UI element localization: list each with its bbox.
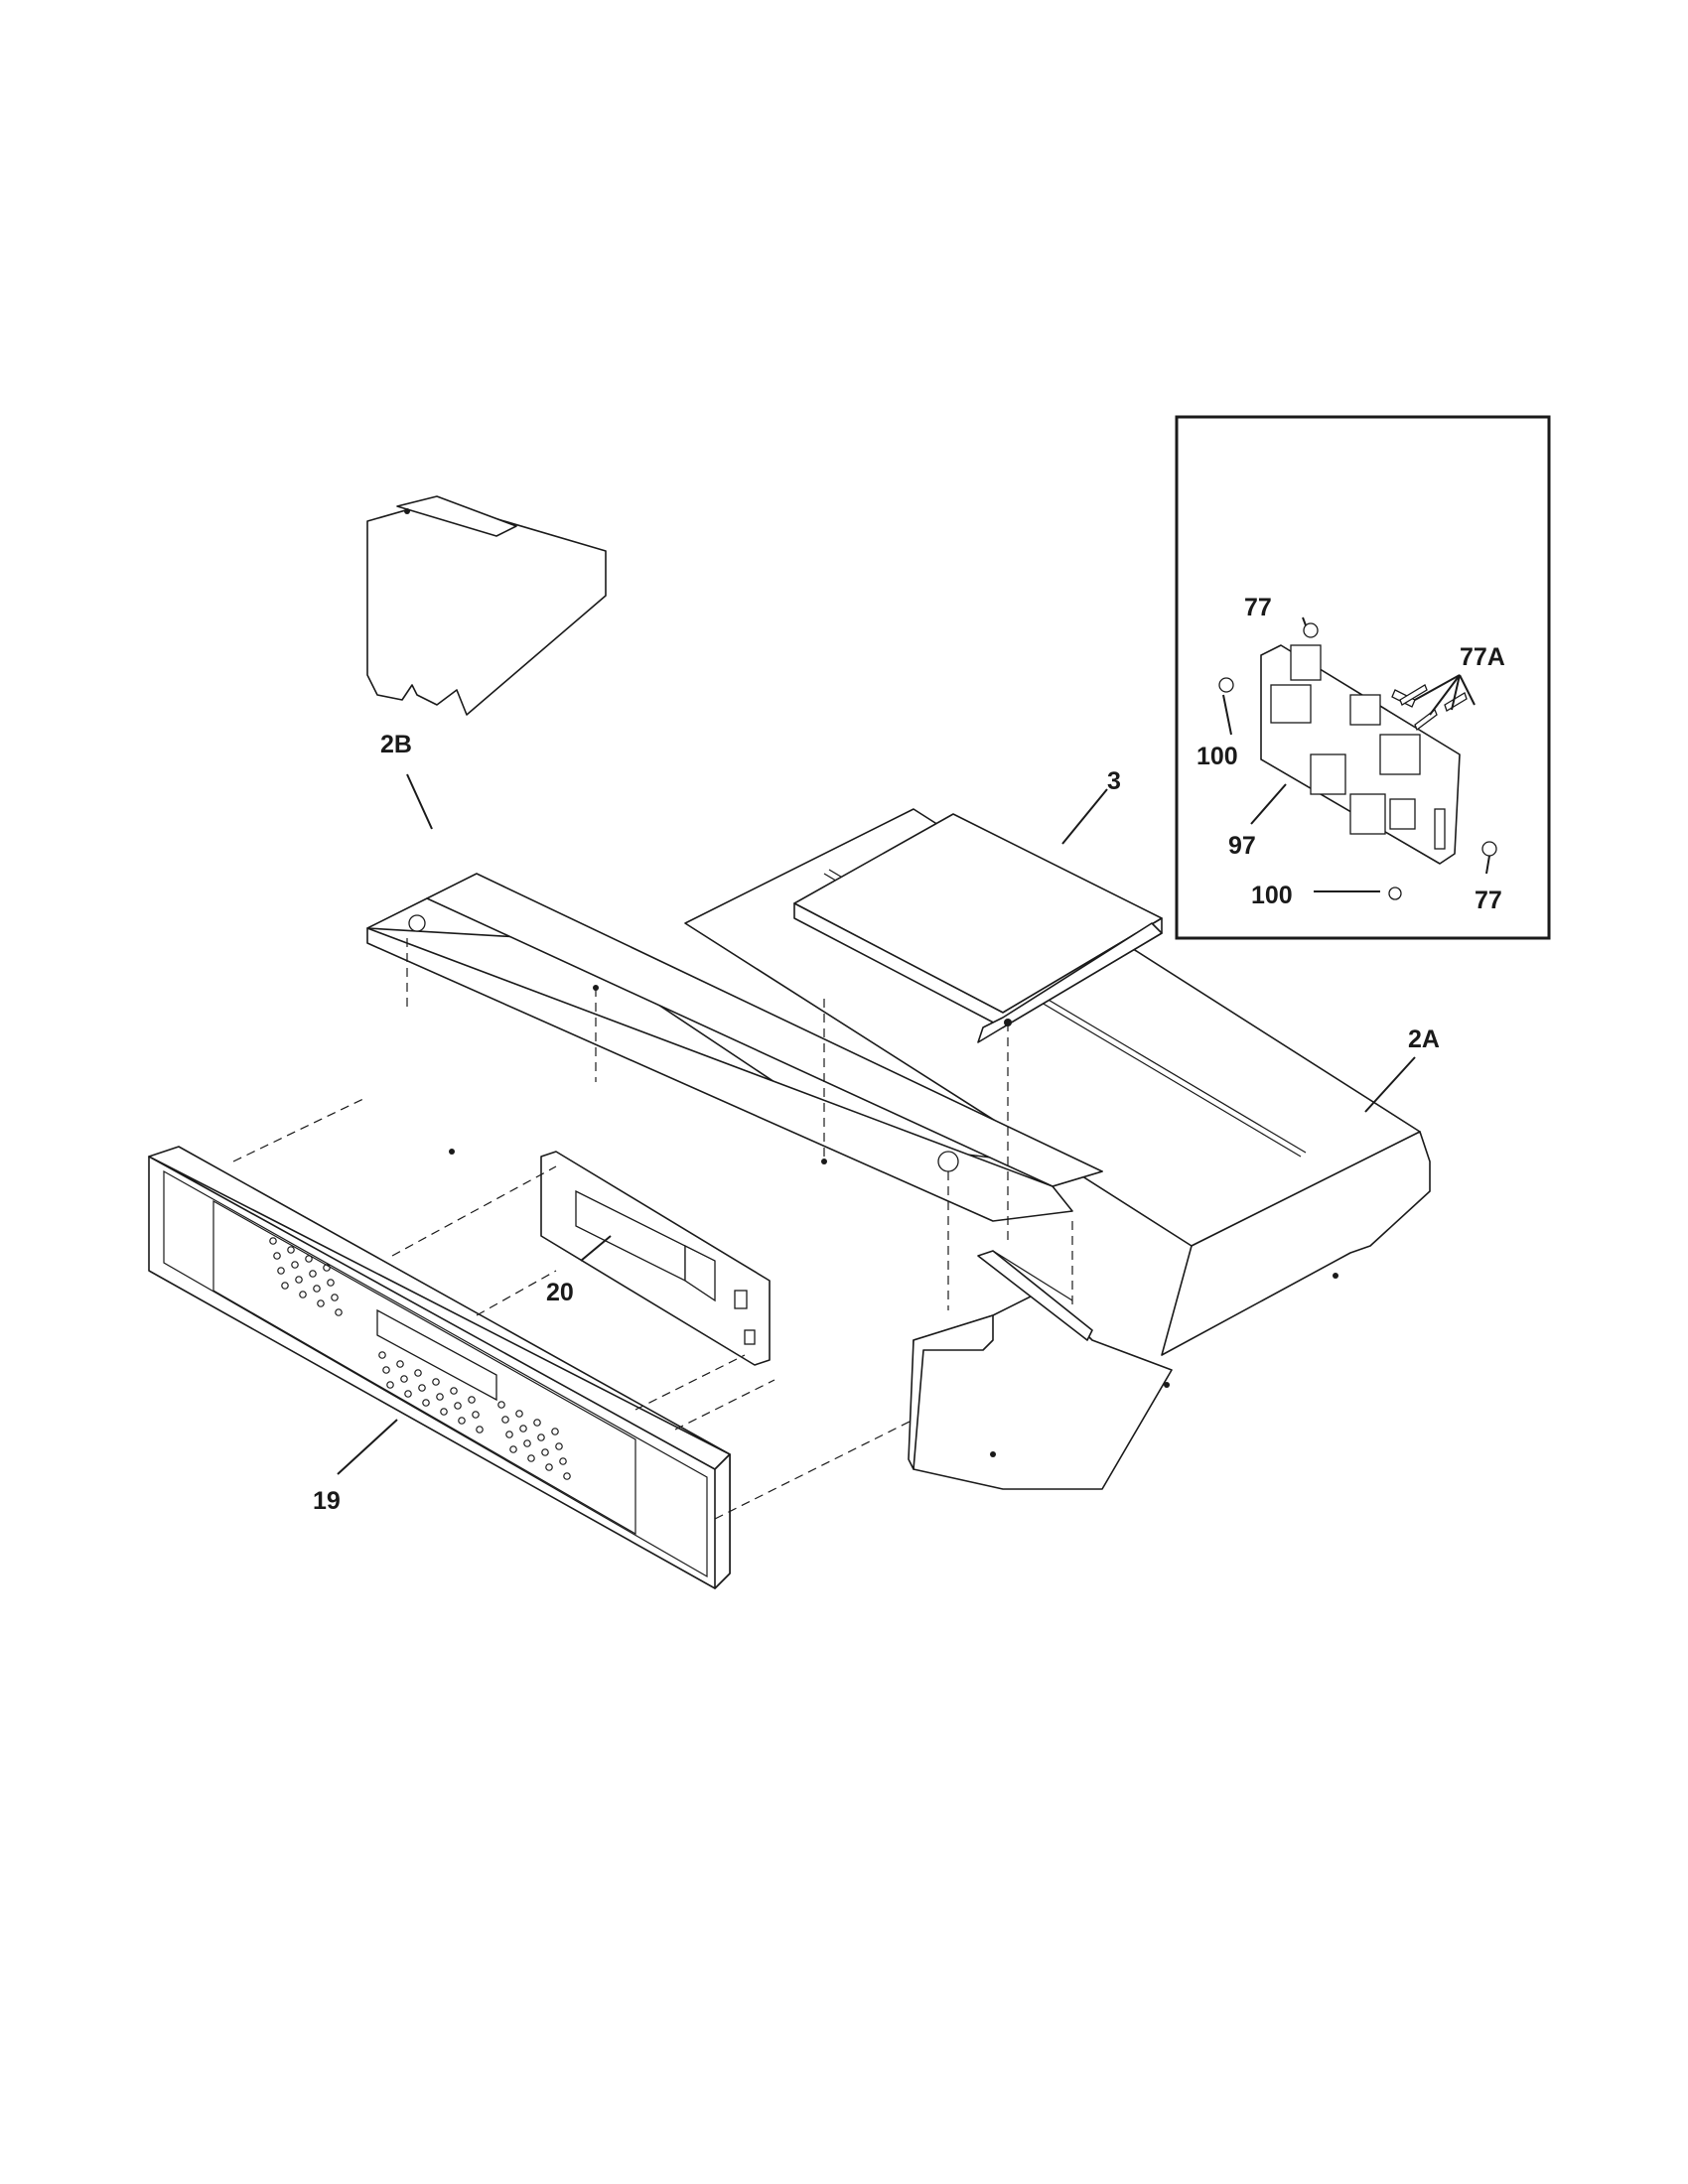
inset-detail — [1175, 415, 1551, 940]
keypad-dot — [269, 1237, 277, 1245]
keypad-dot — [295, 1276, 303, 1284]
keypad-dot — [551, 1428, 559, 1435]
keypad-dot — [476, 1426, 484, 1433]
keypad-dot — [335, 1308, 343, 1316]
front-control-panel — [148, 1146, 731, 1589]
keypad-dot — [396, 1360, 404, 1368]
control-board — [540, 1151, 771, 1366]
keypad-dot — [563, 1472, 571, 1480]
keypad-dot — [287, 1246, 295, 1254]
keypad-dot — [378, 1351, 386, 1359]
keypad-dot — [559, 1457, 567, 1465]
keypad-dot — [400, 1375, 408, 1383]
callout-3: 3 — [1107, 767, 1121, 795]
callout-19: 19 — [313, 1487, 341, 1515]
keypad-dot — [309, 1270, 317, 1278]
keypad-dot — [414, 1369, 422, 1377]
keypad-dot — [515, 1410, 523, 1418]
keypad-dot — [404, 1390, 412, 1398]
callout-2B: 2B — [380, 731, 412, 758]
keypad-dot — [454, 1402, 462, 1410]
keypad-dot — [537, 1433, 545, 1441]
keypad-dot — [382, 1366, 390, 1374]
alignment-lines — [232, 938, 1073, 1520]
keypad-dot — [317, 1299, 325, 1307]
keypad-dot — [497, 1401, 505, 1409]
callout-100-bottom: 100 — [1251, 882, 1293, 909]
clip-fasteners — [1391, 684, 1468, 732]
keypad-dot — [519, 1425, 527, 1433]
callout-100-top: 100 — [1196, 743, 1238, 770]
callout-77-bottom: 77 — [1475, 887, 1502, 914]
keypad-dot — [505, 1431, 513, 1438]
keypad-dot — [299, 1291, 307, 1298]
keypad-dot — [458, 1417, 466, 1425]
keypad-dot — [291, 1261, 299, 1269]
keypad-dot — [501, 1416, 509, 1424]
keypad-dot — [468, 1396, 476, 1404]
leader-lines — [337, 773, 1416, 1475]
keypad-dot — [418, 1384, 426, 1392]
keypad-dot — [450, 1387, 458, 1395]
callout-97: 97 — [1228, 832, 1256, 860]
keypad-dot — [555, 1442, 563, 1450]
keypad-dot — [386, 1381, 394, 1389]
keypad-dot — [305, 1255, 313, 1263]
keypad-dot — [313, 1285, 321, 1293]
keypad-dot — [472, 1411, 480, 1419]
left-side-bracket — [366, 495, 607, 1155]
callout-77-top: 77 — [1244, 594, 1272, 621]
keypad-dot — [281, 1282, 289, 1290]
keypad-dot — [277, 1267, 285, 1275]
module-box — [793, 813, 1163, 1043]
keypad-dot — [323, 1264, 331, 1272]
keypad-dot — [545, 1463, 553, 1471]
keypad-dot — [432, 1378, 440, 1386]
top-cover — [366, 873, 1103, 1222]
keypad-dot — [331, 1294, 339, 1301]
keypad-dot — [436, 1393, 444, 1401]
keypad-dots — [269, 1237, 571, 1480]
callout-77A: 77A — [1460, 643, 1505, 671]
keypad-dot — [509, 1445, 517, 1453]
keypad-dot — [422, 1399, 430, 1407]
keypad-dot — [533, 1419, 541, 1427]
callout-20: 20 — [546, 1279, 574, 1306]
keypad-dot — [523, 1439, 531, 1447]
keypad-dot — [541, 1448, 549, 1456]
keypad-dot — [527, 1454, 535, 1462]
keypad-dot — [327, 1279, 335, 1287]
keypad-dot — [440, 1408, 448, 1416]
keypad-dot — [273, 1252, 281, 1260]
callout-2A: 2A — [1408, 1025, 1440, 1053]
